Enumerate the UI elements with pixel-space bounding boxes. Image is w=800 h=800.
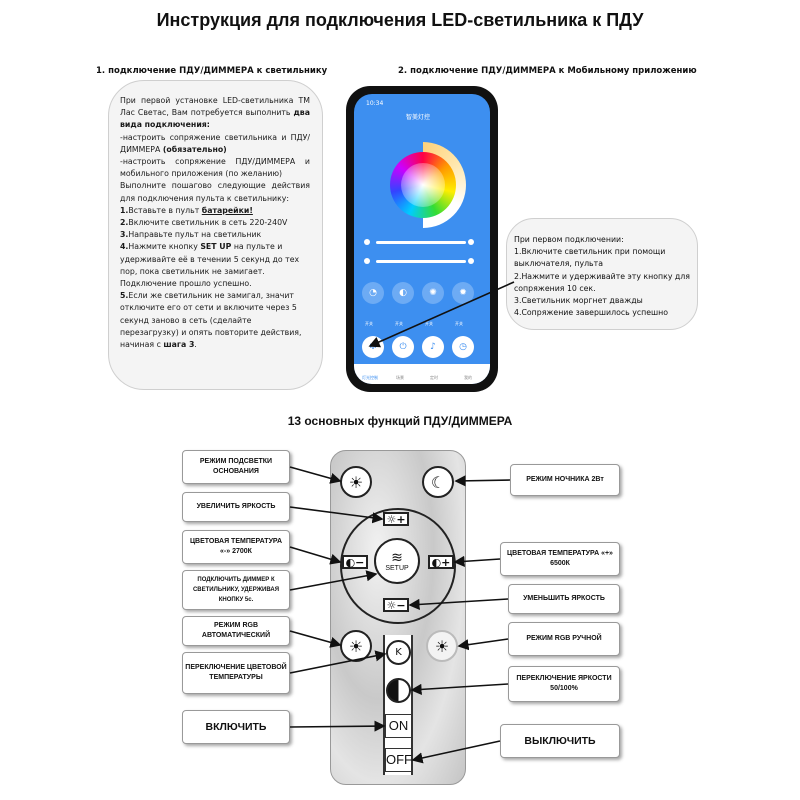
timer-icon: ◷ bbox=[452, 336, 474, 358]
info-text: При первом подключении: 1.Включите свети… bbox=[514, 235, 690, 318]
slider-icon bbox=[468, 239, 474, 245]
phone-app-title: 智美灯控 bbox=[406, 114, 431, 121]
label-brightness-switch: ПЕРЕКЛЮЧЕНИЕ ЯРКОСТИ 50/100% bbox=[508, 666, 620, 702]
step2-title: 2. подключение ПДУ/ДИММЕРА к Мобильному … bbox=[398, 66, 697, 76]
mode-button: ◔ bbox=[362, 282, 384, 304]
label-rgb-manual: РЕЖИМ RGB РУЧНОЙ bbox=[508, 622, 620, 656]
label-brightness-up: УВЕЛИЧИТЬ ЯРКОСТЬ bbox=[182, 492, 290, 522]
brightness-down-button: ☼− bbox=[383, 598, 409, 612]
label-temp-minus: ЦВЕТОВАЯ ТЕМПЕРАТУРА «-» 2700К bbox=[182, 530, 290, 564]
arrow bbox=[289, 630, 342, 648]
phone-tab: 灯光控制 bbox=[362, 375, 378, 380]
phone-button-label: 开关 bbox=[365, 321, 373, 326]
arrow bbox=[453, 555, 501, 567]
mode-button: ✺ bbox=[422, 282, 444, 304]
slider-icon bbox=[364, 258, 370, 264]
slider-icon bbox=[468, 258, 474, 264]
label-temp-switch: ПЕРЕКЛЮЧЕНИЕ ЦВЕТОВОЙ ТЕМПЕРАТУРЫ bbox=[182, 652, 290, 694]
arrow bbox=[457, 638, 509, 651]
arrow bbox=[411, 740, 501, 764]
on-button: ON bbox=[385, 714, 412, 738]
arrow bbox=[289, 466, 342, 484]
night-mode-icon: ☾ bbox=[422, 466, 454, 498]
phone-tab: 我的 bbox=[464, 375, 472, 380]
arrow bbox=[368, 281, 515, 348]
page-title: Инструкция для подключения LED-светильни… bbox=[156, 10, 644, 30]
phone-button-label: 开关 bbox=[455, 321, 463, 326]
temp-minus-button: ◐− bbox=[342, 555, 368, 569]
phone-tab: 场景 bbox=[396, 375, 404, 380]
phone-tabbar bbox=[354, 364, 490, 384]
power-icon: ⏻ bbox=[392, 336, 414, 358]
k-label: K bbox=[395, 647, 402, 658]
brightness-up-button: ☼+ bbox=[383, 512, 409, 526]
info-bubble bbox=[506, 218, 698, 330]
rgb-manual-icon: ☀ bbox=[426, 630, 458, 662]
label-pairing: ПОДКЛЮЧИТЬ ДИММЕР К СВЕТИЛЬНИКУ, УДЕРЖИВ… bbox=[182, 570, 290, 610]
brightness-slider bbox=[376, 241, 466, 244]
mic-icon: ♪ bbox=[422, 336, 444, 358]
wifi-icon: ≋ bbox=[391, 549, 403, 566]
functions-title: 13 основных функций ПДУ/ДИММЕРА bbox=[287, 414, 513, 428]
label-base-light: РЕЖИМ ПОДСВЕТКИ ОСНОВАНИЯ bbox=[182, 450, 290, 484]
label-brightness-down: УМЕНЬШИТЬ ЯРКОСТЬ bbox=[508, 584, 620, 614]
phone-button-label: 开关 bbox=[395, 321, 403, 326]
arrow bbox=[289, 720, 386, 732]
label-temp-plus: ЦВЕТОВАЯ ТЕМПЕРАТУРА «+» 6500К bbox=[500, 542, 620, 576]
label-on: ВКЛЮЧИТЬ bbox=[182, 710, 290, 744]
label-rgb-auto: РЕЖИМ RGB АВТОМАТИЧЕСКИЙ bbox=[182, 616, 290, 646]
arrow bbox=[408, 598, 509, 611]
arrow bbox=[454, 475, 511, 487]
mode-button: ◐ bbox=[392, 282, 414, 304]
phone-time: 10:34 bbox=[366, 100, 384, 107]
temperature-slider bbox=[376, 260, 466, 263]
instruction-text: При первой установке LED-светильника ТМ … bbox=[120, 96, 310, 350]
phone-button-label: 开关 bbox=[425, 321, 433, 326]
label-night-mode: РЕЖИМ НОЧНИКА 2Вт bbox=[510, 464, 620, 496]
color-temp-toggle: K bbox=[386, 640, 411, 665]
phone-tab: 定时 bbox=[430, 375, 438, 380]
arrow bbox=[289, 650, 387, 674]
phone-screen: 10:34 智美灯控 ◔ ◐ ✺ ✹ 开关 开关 开关 开关 ✻ ⏻ ♪ ◷ 灯… bbox=[354, 94, 490, 384]
temp-plus-button: ◐+ bbox=[428, 555, 454, 569]
arrow bbox=[289, 506, 384, 524]
setup-button: ≋ SETUP bbox=[374, 538, 420, 584]
off-button: OFF bbox=[385, 748, 412, 772]
instruction-bubble bbox=[108, 80, 323, 390]
slider-icon bbox=[364, 239, 370, 245]
arrow bbox=[410, 683, 509, 695]
arrow bbox=[289, 546, 342, 565]
brightness-toggle-icon bbox=[386, 678, 411, 703]
step1-title: 1. подключение ПДУ/ДИММЕРА к светильнику bbox=[96, 66, 328, 76]
arrow bbox=[289, 570, 378, 591]
mode-button: ✹ bbox=[452, 282, 474, 304]
label-off: ВЫКЛЮЧИТЬ bbox=[500, 724, 620, 758]
color-wheel-center bbox=[401, 163, 445, 207]
setup-label: SETUP bbox=[385, 564, 409, 572]
